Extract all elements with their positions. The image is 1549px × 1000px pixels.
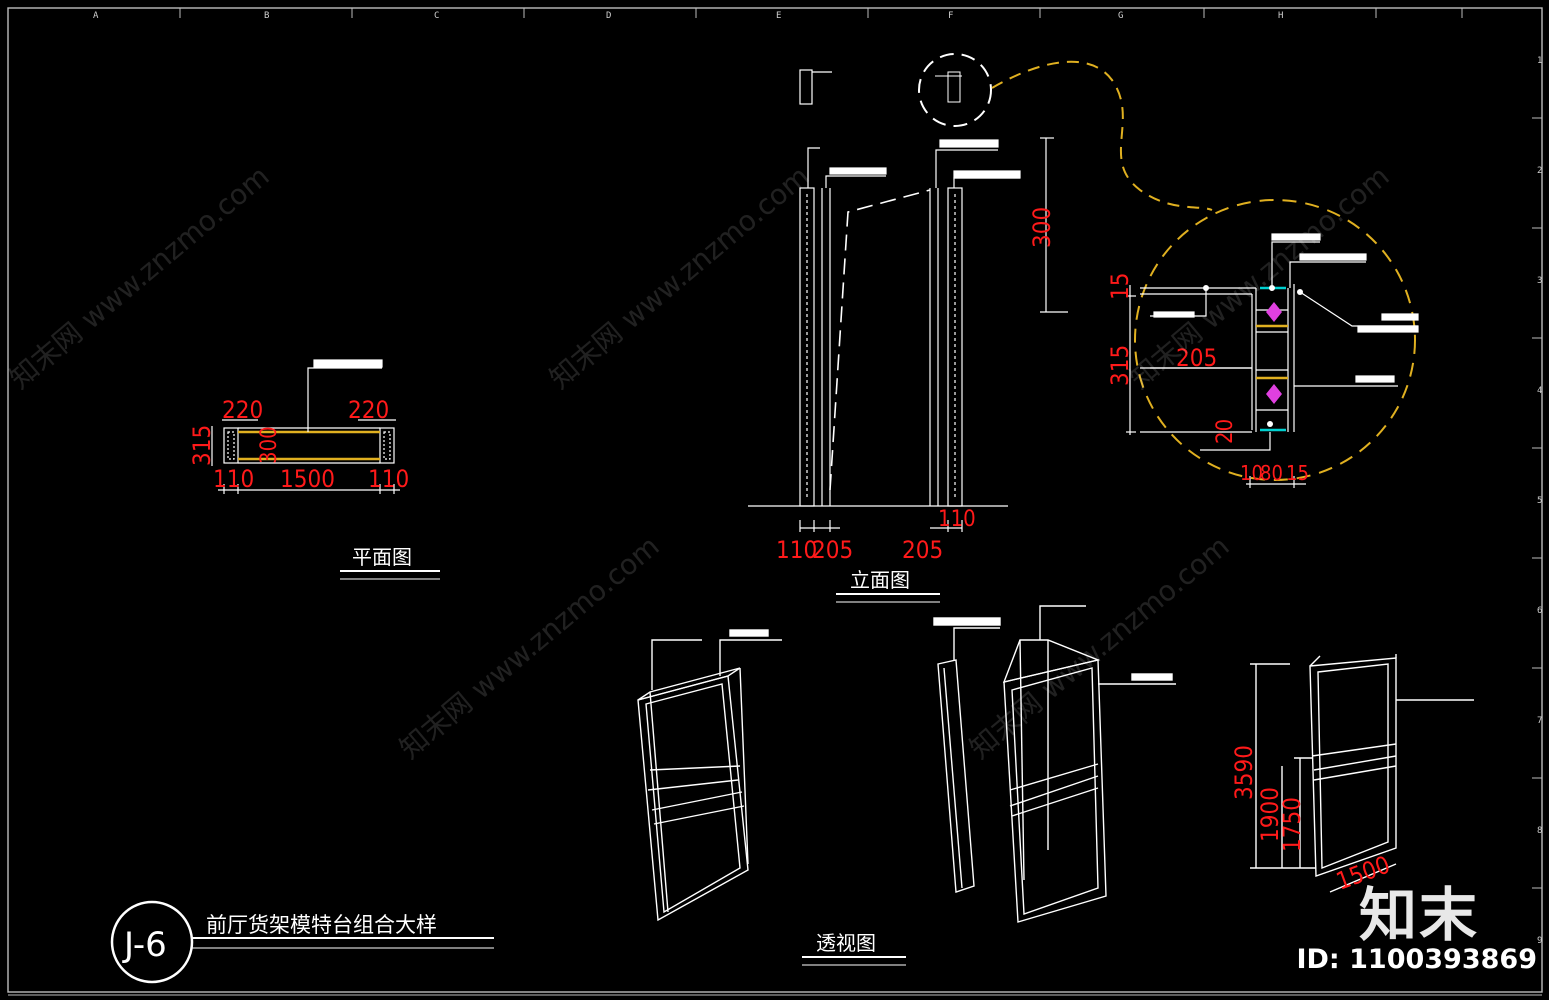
plan-dim-220-right: 220	[348, 396, 389, 424]
row-label-4: 4	[1537, 386, 1542, 396]
sheet-title: 前厅货架模特台组合大样	[206, 913, 437, 937]
column-label-g: G	[1118, 11, 1123, 21]
detail-dim-15-top: 15	[1106, 273, 1134, 300]
column-label-b: B	[264, 11, 269, 21]
elevation-view: 300 110 205 205 110 立面图	[748, 53, 1213, 603]
detail-dim-80: 80	[1260, 461, 1283, 485]
column-label-e: E	[776, 11, 781, 21]
elevation-dim-110-right: 110	[938, 507, 976, 532]
row-label-5: 5	[1537, 496, 1542, 506]
watermark-5: 知末网 www.znzmo.com	[963, 529, 1235, 765]
row-label-9: 9	[1537, 936, 1542, 946]
sheet-code: J-6	[122, 925, 167, 965]
column-label-a: A	[93, 11, 99, 21]
image-id-label: ID: 1100393869	[1296, 944, 1537, 975]
detail-dim-20: 20	[1213, 419, 1238, 444]
elevation-dim-205-left: 205	[812, 536, 853, 564]
row-label-2: 2	[1537, 166, 1542, 176]
perspective-dim-1900: 1900	[1256, 787, 1284, 842]
perspective-dim-1750: 1750	[1278, 797, 1306, 852]
perspective-dim-3590: 3590	[1230, 745, 1258, 800]
detail-dim-315: 315	[1106, 345, 1134, 386]
detail-dim-15-bottom: 15	[1286, 461, 1309, 485]
watermark-1: 知末网 www.znzmo.com	[3, 159, 275, 395]
enlarged-detail: 15 315 205 20 10 80 15	[1106, 199, 1419, 488]
watermark-2: 知末网 www.znzmo.com	[543, 159, 815, 395]
column-label-h: H	[1278, 11, 1283, 21]
detail-dim-205: 205	[1176, 344, 1217, 372]
column-label-c: C	[434, 11, 439, 21]
row-label-1: 1	[1537, 56, 1542, 66]
plan-dim-300: 300	[257, 426, 282, 464]
column-label-d: D	[606, 11, 611, 21]
perspective-view-3	[1250, 654, 1474, 893]
sheet-border	[7, 7, 1543, 996]
detail-dim-10: 10	[1240, 461, 1263, 485]
plan-dim-315: 315	[188, 425, 216, 466]
column-label-f: F	[948, 11, 953, 21]
plan-dim-110-left: 110	[213, 465, 254, 493]
elevation-title: 立面图	[850, 568, 910, 592]
row-label-6: 6	[1537, 606, 1542, 616]
row-label-3: 3	[1537, 276, 1542, 286]
perspective-view-1	[637, 629, 782, 922]
plan-view: 220 220 315 300 110 1500 110 平面图	[188, 359, 440, 580]
watermark-3: 知末网 www.znzmo.com	[1123, 159, 1395, 395]
plan-dim-220-left: 220	[222, 396, 263, 424]
elevation-dim-205-right: 205	[902, 536, 943, 564]
row-label-8: 8	[1537, 826, 1542, 836]
plan-title: 平面图	[352, 545, 412, 569]
plan-dim-110-right: 110	[368, 465, 409, 493]
plan-dim-1500: 1500	[280, 465, 335, 493]
perspective-title: 透视图	[816, 931, 876, 955]
column-ruler: A B C D E F G H	[93, 8, 1463, 21]
row-ruler: 1 2 3 4 5 6 7 8 9	[1532, 56, 1542, 946]
perspective-view-2	[933, 605, 1176, 923]
watermark-4: 知末网 www.znzmo.com	[393, 529, 665, 765]
row-label-7: 7	[1537, 716, 1542, 726]
elevation-dim-110-left: 110	[776, 536, 817, 564]
elevation-dim-300: 300	[1028, 207, 1056, 248]
sheet-title-block: J-6 前厅货架模特台组合大样	[110, 900, 494, 984]
brand-logo: 知末	[1358, 881, 1479, 949]
